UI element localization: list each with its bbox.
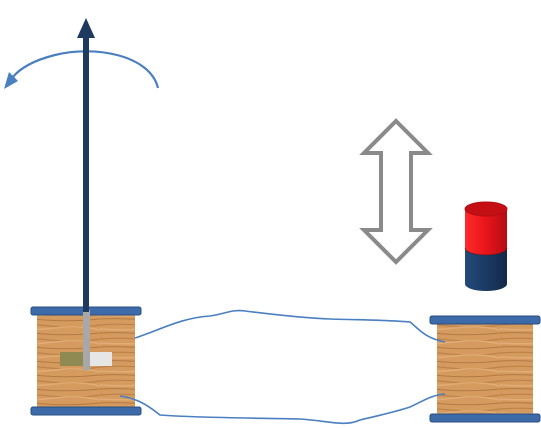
left-coil-spool — [30, 306, 142, 416]
inner-magnet-light — [90, 352, 112, 366]
left-spool-bottom-flange — [30, 406, 142, 416]
connecting-wires — [119, 309, 446, 425]
double-headed-vertical-arrow-icon — [359, 118, 433, 265]
top-wire — [134, 309, 446, 343]
curved-rotation-arrow-icon — [4, 50, 160, 89]
inner-magnet-dark — [60, 352, 86, 366]
right-coil-spool — [429, 315, 541, 423]
bottom-wire — [119, 393, 446, 425]
bar-magnet-icon — [464, 201, 508, 291]
right-spool-top-flange — [429, 315, 541, 325]
magnet-north-pole — [465, 209, 507, 255]
rotor-shaft — [83, 310, 90, 370]
right-spool-body — [437, 320, 533, 418]
magnet-top-face — [464, 201, 508, 217]
magnet-south-pole — [465, 248, 507, 291]
vertical-axis-arrow-icon — [77, 18, 95, 312]
right-spool-bottom-flange — [429, 413, 541, 423]
